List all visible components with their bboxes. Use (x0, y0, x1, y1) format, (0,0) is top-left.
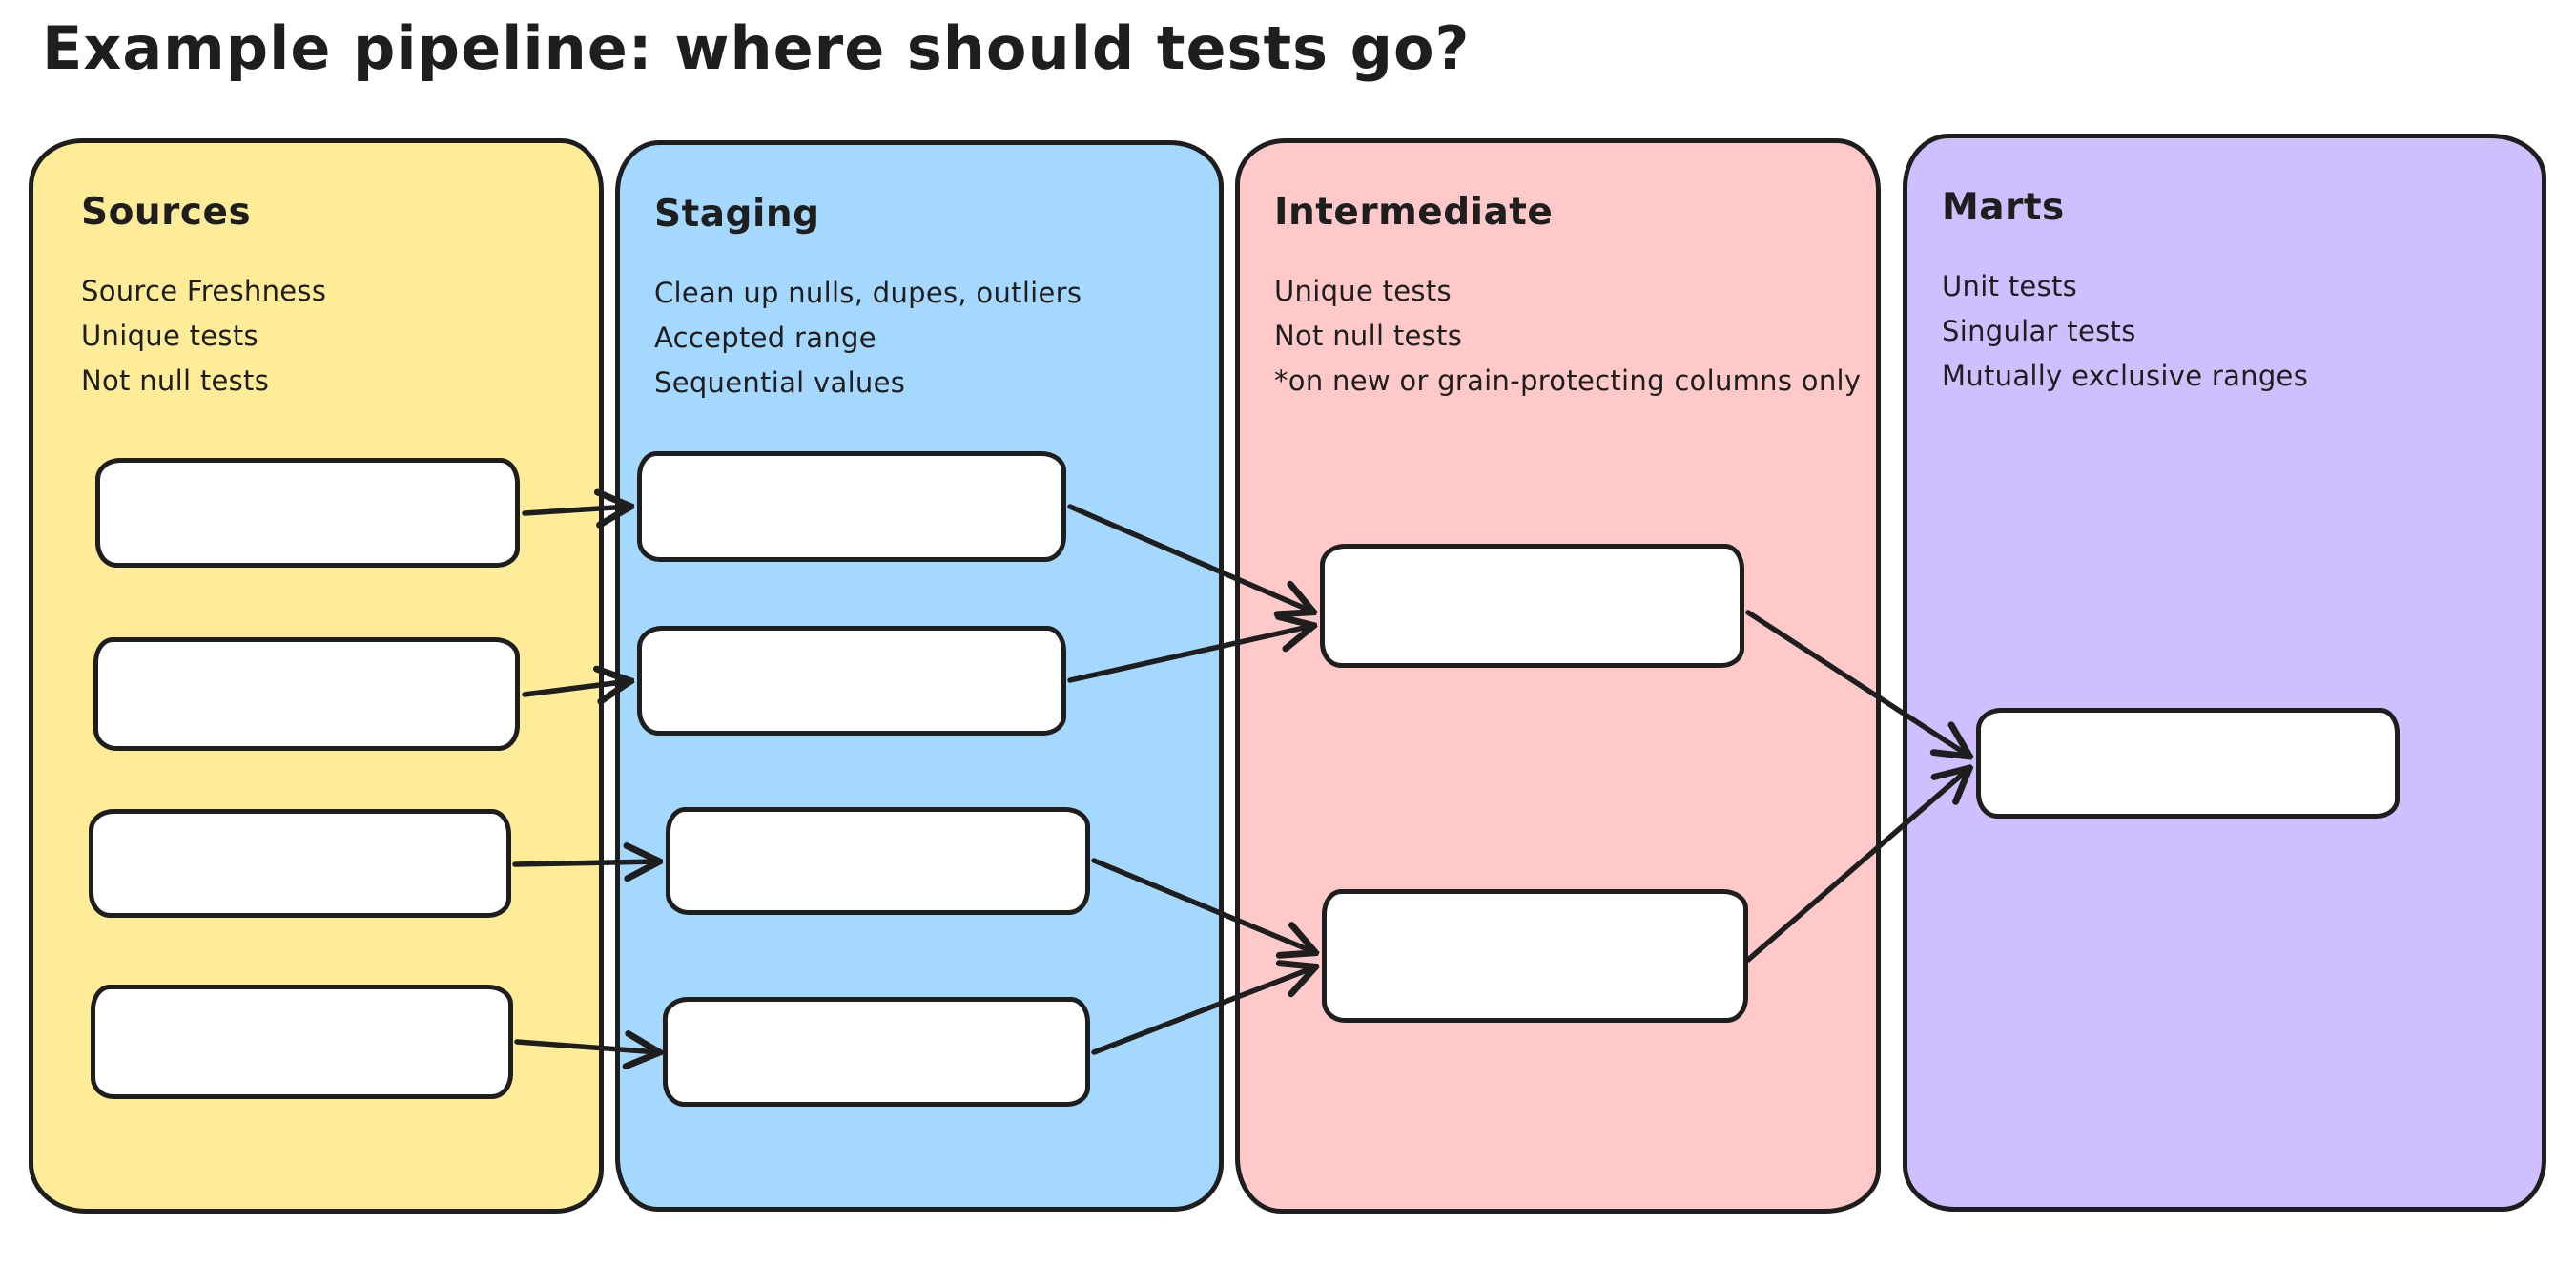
panel-intermediate: Intermediate Unique tests Not null tests… (1235, 138, 1881, 1214)
node-box-intermediate-2 (1322, 889, 1748, 1023)
note-line: Unique tests (81, 320, 258, 352)
node-box-sources-1 (95, 458, 520, 568)
panel-staging-label: Staging (654, 193, 820, 236)
node-box-sources-2 (93, 637, 520, 751)
node-box-staging-4 (663, 997, 1090, 1107)
note-line: Source Freshness (81, 275, 327, 307)
panel-intermediate-notes: Unique tests Not null tests *on new or g… (1274, 269, 1861, 404)
node-box-marts-1 (1976, 708, 2400, 819)
panel-marts: Marts Unit tests Singular tests Mutually… (1903, 134, 2546, 1212)
panel-staging-notes: Clean up nulls, dupes, outliers Accepted… (654, 271, 1082, 405)
panel-intermediate-label: Intermediate (1274, 191, 1554, 234)
diagram-title: Example pipeline: where should tests go? (42, 13, 1471, 83)
node-box-sources-3 (89, 809, 511, 918)
note-line: Unique tests (1274, 275, 1452, 307)
node-box-intermediate-1 (1320, 544, 1744, 668)
note-line: Not null tests (1274, 320, 1463, 352)
panel-marts-notes: Unit tests Singular tests Mutually exclu… (1942, 264, 2308, 399)
panel-sources-notes: Source Freshness Unique tests Not null t… (81, 269, 326, 404)
node-box-sources-4 (91, 985, 513, 1099)
panel-marts-label: Marts (1942, 186, 2065, 229)
note-line: Not null tests (81, 364, 270, 397)
note-line: Mutually exclusive ranges (1942, 360, 2309, 392)
node-box-staging-1 (637, 451, 1066, 562)
note-line: *on new or grain-protecting columns only (1274, 364, 1862, 397)
note-line: Accepted range (654, 322, 876, 354)
note-line: Clean up nulls, dupes, outliers (654, 277, 1082, 309)
node-box-staging-3 (666, 807, 1090, 915)
node-box-staging-2 (637, 626, 1066, 736)
note-line: Singular tests (1942, 315, 2136, 347)
note-line: Sequential values (654, 366, 906, 399)
note-line: Unit tests (1942, 270, 2078, 302)
panel-sources-label: Sources (81, 191, 252, 234)
